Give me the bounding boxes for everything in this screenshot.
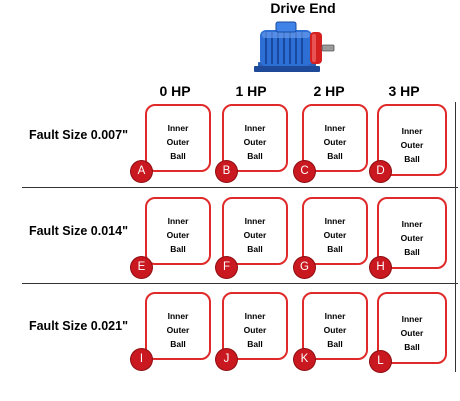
- condition-box-g: Inner Outer Ball: [302, 197, 368, 265]
- badge-c: C: [294, 161, 315, 182]
- fault-outer: Outer: [243, 230, 267, 240]
- fault-inner: Inner: [167, 216, 189, 226]
- fault-ball: Ball: [170, 339, 186, 349]
- condition-box-i: Inner Outer Ball: [145, 292, 211, 360]
- fault-outer: Outer: [243, 137, 267, 147]
- badge-e: E: [131, 257, 152, 278]
- fault-inner: Inner: [324, 123, 346, 133]
- fault-outer: Outer: [166, 137, 190, 147]
- right-edge-line: [455, 102, 456, 372]
- fault-ball: Ball: [327, 151, 343, 161]
- badge-j: J: [216, 349, 237, 370]
- fault-inner: Inner: [401, 314, 423, 324]
- fault-ball: Ball: [327, 339, 343, 349]
- fault-ball: Ball: [170, 244, 186, 254]
- condition-box-f: Inner Outer Ball: [222, 197, 288, 265]
- fault-inner: Inner: [324, 311, 346, 321]
- condition-box-a: Inner Outer Ball: [145, 104, 211, 172]
- condition-box-c: Inner Outer Ball: [302, 104, 368, 172]
- row-label-fault-size-0-021: Fault Size 0.021": [28, 319, 128, 333]
- column-header-2hp: 2 HP: [313, 83, 345, 99]
- row-divider: [22, 283, 458, 284]
- column-header-3hp: 3 HP: [388, 83, 420, 99]
- electric-motor-icon: [254, 21, 335, 72]
- fault-inner: Inner: [401, 219, 423, 229]
- condition-box-h: Inner Outer Ball: [377, 197, 447, 269]
- fault-inner: Inner: [167, 311, 189, 321]
- condition-box-j: Inner Outer Ball: [222, 292, 288, 360]
- fault-inner: Inner: [401, 126, 423, 136]
- badge-h: H: [370, 257, 391, 278]
- fault-inner: Inner: [244, 311, 266, 321]
- column-header-0hp: 0 HP: [159, 83, 191, 99]
- row-label-fault-size-0-014: Fault Size 0.014": [28, 224, 128, 238]
- badge-d: D: [370, 161, 391, 182]
- fault-outer: Outer: [243, 325, 267, 335]
- fault-inner: Inner: [324, 216, 346, 226]
- column-header-1hp: 1 HP: [235, 83, 267, 99]
- fault-ball: Ball: [327, 244, 343, 254]
- condition-box-k: Inner Outer Ball: [302, 292, 368, 360]
- condition-box-l: Inner Outer Ball: [377, 292, 447, 364]
- fault-inner: Inner: [244, 123, 266, 133]
- condition-box-b: Inner Outer Ball: [222, 104, 288, 172]
- badge-l: L: [370, 351, 391, 372]
- fault-ball: Ball: [170, 151, 186, 161]
- fault-outer: Outer: [323, 137, 347, 147]
- badge-k: K: [294, 349, 315, 370]
- badge-a: A: [131, 161, 152, 182]
- badge-i: I: [131, 349, 152, 370]
- fault-outer: Outer: [166, 325, 190, 335]
- fault-outer: Outer: [400, 233, 424, 243]
- badge-f: F: [216, 257, 237, 278]
- fault-ball: Ball: [247, 244, 263, 254]
- fault-ball: Ball: [404, 154, 420, 164]
- fault-inner: Inner: [167, 123, 189, 133]
- row-label-fault-size-0-007: Fault Size 0.007": [28, 128, 128, 142]
- condition-box-e: Inner Outer Ball: [145, 197, 211, 265]
- fault-ball: Ball: [247, 339, 263, 349]
- fault-outer: Outer: [166, 230, 190, 240]
- row-divider: [22, 187, 458, 188]
- fault-outer: Outer: [400, 328, 424, 338]
- fault-outer: Outer: [400, 140, 424, 150]
- fault-inner: Inner: [244, 216, 266, 226]
- drive-end-title: Drive End: [270, 0, 336, 16]
- fault-outer: Outer: [323, 325, 347, 335]
- fault-ball: Ball: [247, 151, 263, 161]
- badge-b: B: [216, 161, 237, 182]
- fault-ball: Ball: [404, 247, 420, 257]
- fault-outer: Outer: [323, 230, 347, 240]
- badge-g: G: [294, 257, 315, 278]
- fault-ball: Ball: [404, 342, 420, 352]
